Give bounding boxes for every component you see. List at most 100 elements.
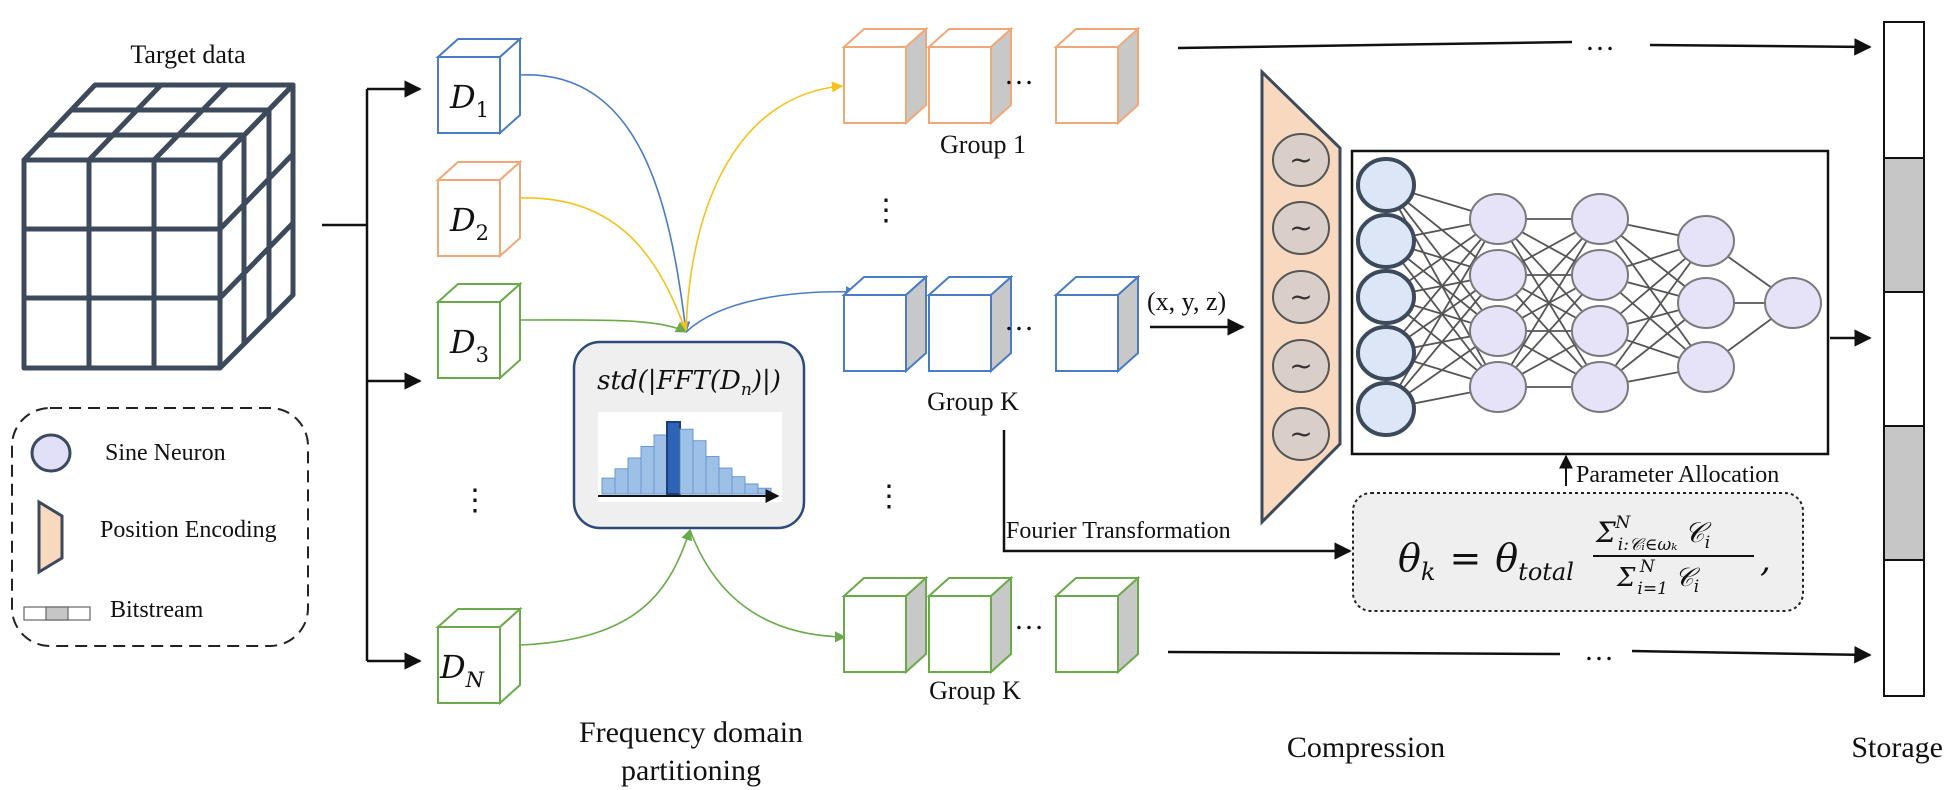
group-k-bottom-ellipsis: … bbox=[1014, 603, 1044, 636]
group-k-bottom-label: Group K bbox=[929, 676, 1021, 705]
sine-neuron bbox=[1469, 305, 1527, 357]
dn-subscript: N bbox=[465, 668, 485, 692]
bottom-bypass-ellipsis: … bbox=[1584, 634, 1614, 667]
group-k-cube bbox=[926, 274, 1014, 374]
histogram-bar bbox=[653, 434, 668, 495]
sine-neuron bbox=[1356, 381, 1416, 437]
svg-text:DN: DN bbox=[439, 648, 485, 692]
fft-formula-sub: n bbox=[741, 380, 752, 400]
formula-eq: = bbox=[1449, 536, 1481, 580]
d3-letter: D bbox=[449, 323, 476, 361]
group-k-bottom-cubes bbox=[841, 575, 1141, 675]
mlp-edge bbox=[1385, 218, 1499, 354]
cube-grid bbox=[21, 82, 296, 371]
group-k-cubes bbox=[841, 274, 1141, 374]
sine-neuron bbox=[1571, 361, 1629, 413]
sine-neuron bbox=[1677, 277, 1735, 329]
formula-den-N: N bbox=[1639, 557, 1656, 577]
histogram-bar bbox=[601, 477, 616, 495]
group-1-cube bbox=[841, 26, 929, 126]
histogram-bar bbox=[692, 440, 707, 495]
d2-letter: D bbox=[449, 201, 476, 239]
mlp-edge bbox=[1497, 218, 1601, 388]
fourier-label: Fourier Transformation bbox=[1006, 518, 1231, 544]
sine-neuron bbox=[1764, 277, 1822, 329]
groups-vdots-bottom: ⋮ bbox=[874, 480, 904, 513]
section-frequency-line1: Frequency domain bbox=[579, 716, 803, 749]
formula-total: total bbox=[1518, 558, 1574, 586]
bitstream-legend-icon bbox=[23, 606, 91, 621]
mlp-edge bbox=[1385, 274, 1499, 410]
d2-subscript: 2 bbox=[476, 221, 489, 245]
group-1-label: Group 1 bbox=[940, 130, 1026, 159]
section-storage: Storage bbox=[1851, 731, 1943, 764]
d3-subscript: 3 bbox=[476, 343, 489, 367]
sine-symbol-icon: ~ bbox=[1289, 143, 1312, 176]
formula-num-sigma: Σ bbox=[1595, 516, 1616, 549]
storage-bitstream bbox=[1883, 21, 1925, 697]
data-block-d3: D3 bbox=[435, 281, 523, 381]
sine-neuron bbox=[1677, 341, 1735, 393]
legend-position-encoding: Position Encoding bbox=[100, 517, 277, 543]
formula-den-sigma: Σ bbox=[1616, 563, 1636, 593]
formula-num-N: N bbox=[1614, 513, 1631, 533]
fourier-arrow bbox=[1002, 430, 1352, 560]
legend: Sine Neuron Position Encoding Bitstream bbox=[11, 407, 309, 647]
section-compression: Compression bbox=[1287, 731, 1445, 764]
sine-neuron bbox=[1469, 193, 1527, 245]
sine-symbol-icon: ~ bbox=[1289, 417, 1312, 450]
histogram-bar bbox=[757, 487, 772, 495]
partition-curves bbox=[519, 74, 858, 646]
top-bypass-ellipsis: … bbox=[1585, 24, 1615, 57]
encoding-node bbox=[1272, 270, 1330, 324]
encoding-node bbox=[1272, 133, 1330, 187]
storage-bypass-arrows bbox=[1167, 38, 1872, 664]
svg-text:θk=θtotal: θk=θtotal bbox=[1398, 536, 1574, 586]
svg-text:D3: D3 bbox=[449, 323, 489, 367]
histogram-bar-highlight bbox=[666, 421, 681, 495]
histogram-bar bbox=[731, 476, 746, 495]
sine-neuron bbox=[1356, 157, 1416, 213]
fft-formula-prefix: std(|FFT( bbox=[597, 366, 721, 396]
mlp-edge bbox=[1599, 218, 1707, 368]
formula-frame bbox=[1352, 492, 1804, 612]
formula-num-i: i bbox=[1705, 533, 1710, 553]
formula-num-sub: i:𝒞ᵢ∈ωₖ bbox=[1618, 535, 1678, 555]
data-block-dn: DN bbox=[435, 606, 523, 706]
sine-neuron bbox=[1677, 215, 1735, 267]
formula-comma: , bbox=[1760, 540, 1771, 580]
formula-k: k bbox=[1421, 558, 1436, 586]
group-k-cube bbox=[841, 274, 929, 374]
position-encoding-legend-icon bbox=[37, 499, 64, 575]
group-1-cubes bbox=[841, 26, 1141, 126]
formula-theta: θ bbox=[1398, 536, 1421, 580]
target-data-label: Target data bbox=[130, 40, 246, 69]
sine-neuron bbox=[1571, 305, 1629, 357]
data-block-d2: D2 bbox=[435, 159, 523, 259]
mlp-edge bbox=[1599, 240, 1707, 388]
histogram-bar bbox=[718, 467, 733, 495]
formula-den-sub: i=1 bbox=[1637, 579, 1668, 599]
sine-neuron-legend-icon bbox=[30, 433, 72, 473]
encoding-node bbox=[1272, 407, 1330, 461]
position-encoding-layer: ~~~~~ bbox=[1260, 68, 1342, 526]
fft-std-box: std(|FFT(Dn)|) bbox=[572, 340, 806, 530]
group-k-bottom-cube bbox=[926, 575, 1014, 675]
histogram-bar bbox=[627, 457, 642, 495]
histogram-bar bbox=[705, 456, 720, 495]
group-k-cube bbox=[1053, 274, 1141, 374]
dn-letter: D bbox=[439, 648, 466, 686]
group-1-cube bbox=[926, 26, 1014, 126]
mlp-neurons bbox=[1356, 157, 1822, 437]
mlp-edge bbox=[1385, 218, 1499, 410]
histogram-bar bbox=[640, 445, 655, 495]
histogram-bar bbox=[679, 428, 694, 495]
histogram-bar bbox=[614, 468, 629, 495]
group-1-cube bbox=[1053, 26, 1141, 126]
legend-frame bbox=[11, 407, 309, 647]
target-data-cube: Target data bbox=[21, 40, 296, 371]
d-blocks-vdots: ⋮ bbox=[460, 484, 490, 517]
group-k-bottom-cube bbox=[841, 575, 929, 675]
